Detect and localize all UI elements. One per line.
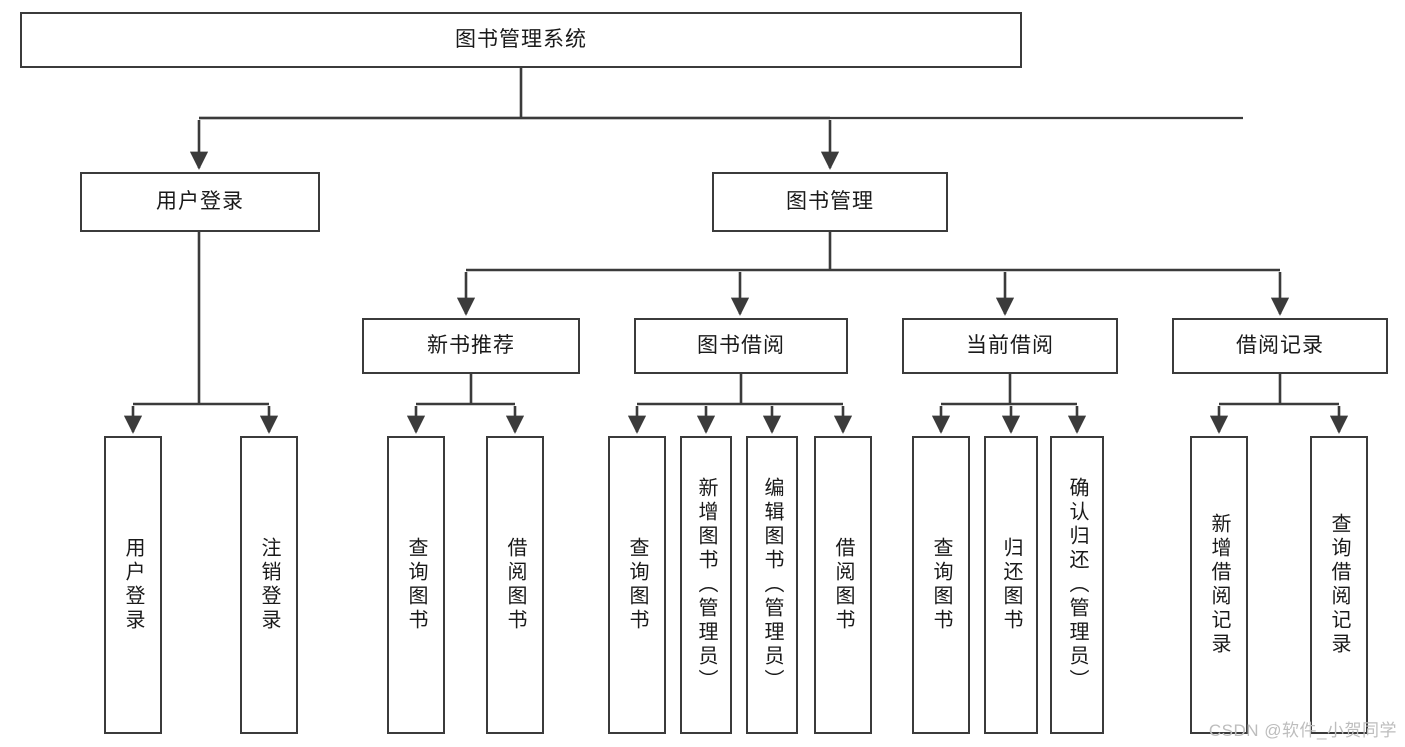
node-leaf-add-book-admin[interactable]: 新增图书（管理员） bbox=[680, 436, 732, 734]
node-borrow-records[interactable]: 借阅记录 bbox=[1172, 318, 1388, 374]
node-leaf-return-book[interactable]: 归还图书 bbox=[984, 436, 1038, 734]
node-leaf-query-book-borrow[interactable]: 查询图书 bbox=[608, 436, 666, 734]
node-new-book-recommend[interactable]: 新书推荐 bbox=[362, 318, 580, 374]
node-leaf-borrow-book-recommend[interactable]: 借阅图书 bbox=[486, 436, 544, 734]
leaf-label: 查询图书 bbox=[626, 537, 648, 633]
node-book-management[interactable]: 图书管理 bbox=[712, 172, 948, 232]
leaf-label: 新增图书（管理员） bbox=[695, 477, 717, 693]
node-leaf-logout[interactable]: 注销登录 bbox=[240, 436, 298, 734]
leaf-label: 借阅图书 bbox=[504, 537, 526, 633]
node-book-borrow[interactable]: 图书借阅 bbox=[634, 318, 848, 374]
leaf-label: 归还图书 bbox=[1000, 537, 1022, 633]
leaf-label: 用户登录 bbox=[122, 537, 144, 633]
leaf-label: 编辑图书（管理员） bbox=[761, 477, 783, 693]
leaf-label: 新增借阅记录 bbox=[1208, 513, 1230, 657]
leaf-label: 确认归还（管理员） bbox=[1066, 477, 1088, 693]
node-leaf-query-borrow-record[interactable]: 查询借阅记录 bbox=[1310, 436, 1368, 734]
node-current-borrow[interactable]: 当前借阅 bbox=[902, 318, 1118, 374]
node-leaf-user-login[interactable]: 用户登录 bbox=[104, 436, 162, 734]
leaf-label: 查询借阅记录 bbox=[1328, 513, 1350, 657]
node-leaf-borrow-book[interactable]: 借阅图书 bbox=[814, 436, 872, 734]
node-root-system[interactable]: 图书管理系统 bbox=[20, 12, 1022, 68]
node-user-login[interactable]: 用户登录 bbox=[80, 172, 320, 232]
node-leaf-edit-book-admin[interactable]: 编辑图书（管理员） bbox=[746, 436, 798, 734]
leaf-label: 查询图书 bbox=[405, 537, 427, 633]
leaf-label: 查询图书 bbox=[930, 537, 952, 633]
node-leaf-confirm-return-admin[interactable]: 确认归还（管理员） bbox=[1050, 436, 1104, 734]
leaf-label: 借阅图书 bbox=[832, 537, 854, 633]
leaf-label: 注销登录 bbox=[258, 537, 280, 633]
watermark-text: CSDN @软件_小贺同学 bbox=[1208, 721, 1397, 740]
node-leaf-query-book-current[interactable]: 查询图书 bbox=[912, 436, 970, 734]
node-leaf-query-book-recommend[interactable]: 查询图书 bbox=[387, 436, 445, 734]
node-leaf-add-borrow-record[interactable]: 新增借阅记录 bbox=[1190, 436, 1248, 734]
